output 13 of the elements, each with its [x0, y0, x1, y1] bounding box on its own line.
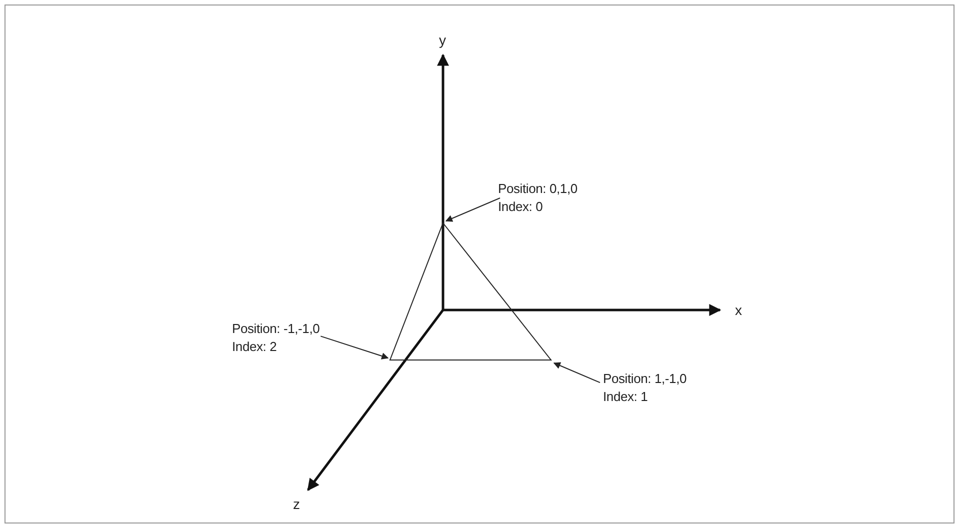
vertex-label: Position: 1,-1,0	[603, 370, 687, 388]
leader-line	[320, 336, 389, 360]
vertex-label: Index: 2	[232, 338, 278, 356]
vertex-label: Index: 0	[498, 198, 544, 216]
axis-label: y	[439, 32, 446, 48]
vertex-label: Position: 0,1,0	[498, 180, 578, 198]
axis-label: z	[293, 496, 300, 512]
vertex-label: Index: 1	[603, 388, 649, 406]
leader-line	[553, 362, 600, 384]
axis-label: x	[735, 302, 742, 318]
vertex-label: Position: -1,-1,0	[232, 320, 320, 338]
triangle-drawing	[389, 222, 552, 360]
leader-line	[445, 198, 500, 222]
